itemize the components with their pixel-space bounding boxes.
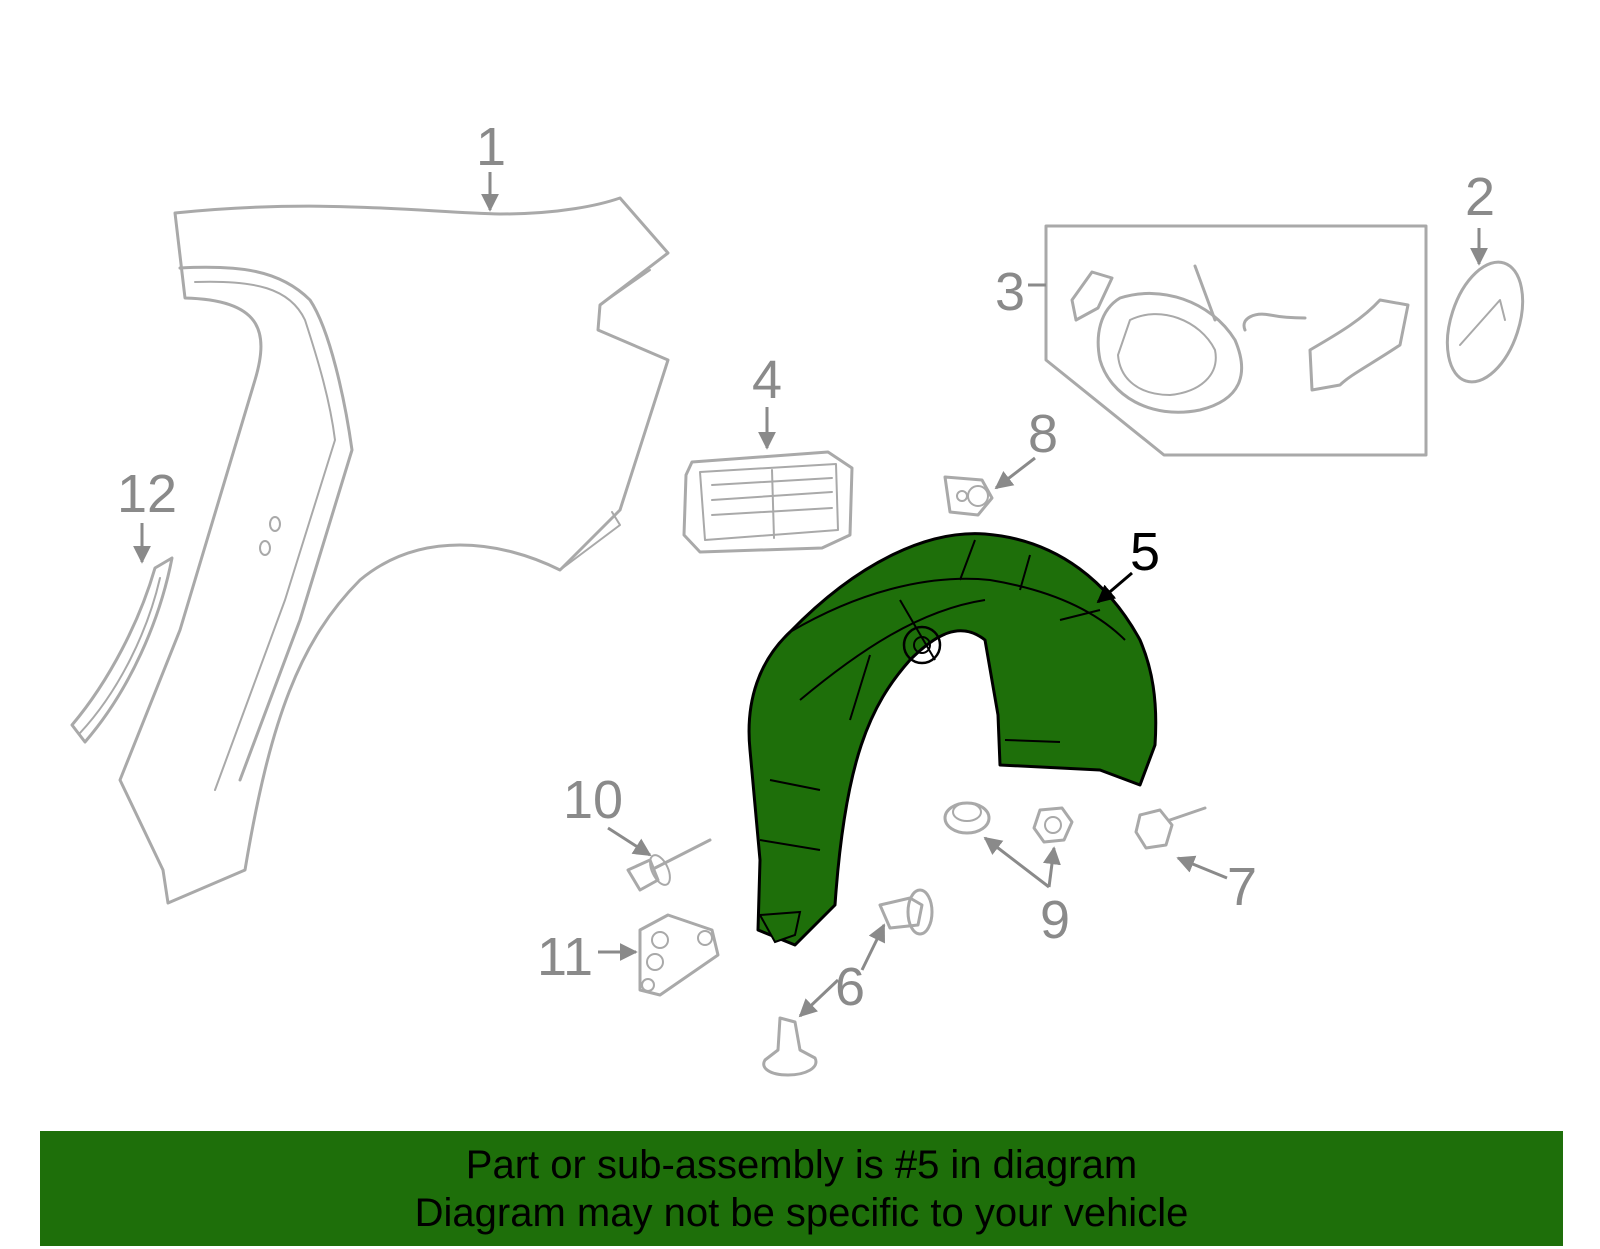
banner-line-part: Part or sub-assembly is #5 in diagram: [465, 1143, 1138, 1187]
bracket-part-11[interactable]: [638, 913, 720, 997]
fuel-door-part[interactable]: [1434, 253, 1537, 392]
fuel-door-housing-kit[interactable]: [1044, 224, 1428, 457]
banner-line-disclaimer: Diagram may not be specific to your vehi…: [414, 1191, 1189, 1235]
callout-7[interactable]: 7: [1227, 857, 1257, 917]
quarter-panel-part[interactable]: [118, 196, 670, 905]
nut-part-9[interactable]: [943, 801, 1074, 844]
molding-strip-part[interactable]: [70, 556, 174, 744]
callout-12[interactable]: 12: [117, 464, 177, 524]
callout-1[interactable]: 1: [476, 117, 506, 177]
callout-6[interactable]: 6: [835, 957, 865, 1017]
wheel-liner-part-highlighted[interactable]: [747, 532, 1158, 947]
clip-part-8[interactable]: [943, 475, 994, 517]
callout-4[interactable]: 4: [752, 350, 782, 410]
callout-2[interactable]: 2: [1465, 167, 1495, 227]
leader-lines: [133, 172, 1488, 1018]
vent-grille-part[interactable]: [682, 450, 854, 554]
push-rivet-part-10[interactable]: [626, 838, 712, 892]
callout-10[interactable]: 10: [563, 770, 623, 830]
callout-8[interactable]: 8: [1028, 404, 1058, 464]
callout-9[interactable]: 9: [1040, 890, 1070, 950]
bolt-part-7[interactable]: [1134, 806, 1207, 850]
callout-3[interactable]: 3: [995, 262, 1025, 322]
callout-11[interactable]: 11: [537, 927, 593, 987]
clip-part-6[interactable]: [762, 888, 934, 1077]
info-banner: Part or sub-assembly is #5 in diagram Di…: [40, 1131, 1563, 1246]
callout-5[interactable]: 5: [1130, 522, 1160, 582]
